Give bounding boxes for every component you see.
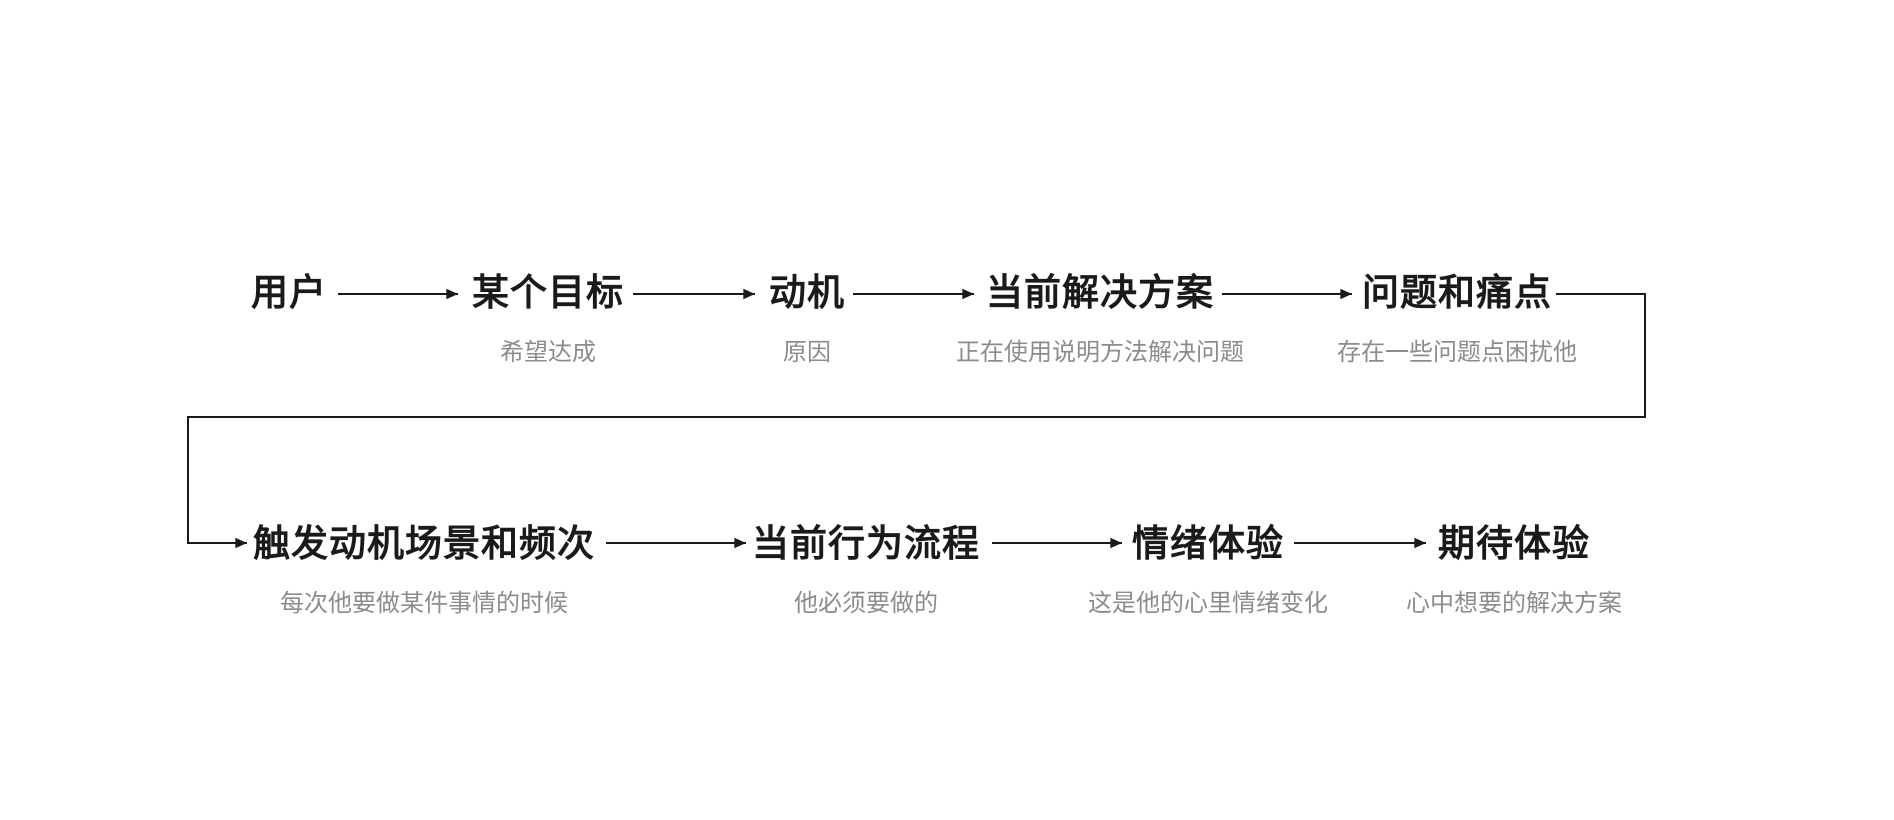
node-subtitle: 心中想要的解决方案 [1406,590,1622,617]
node-title: 当前行为流程 [752,523,980,564]
flow-node-trigger-scene-frequency: 触发动机场景和频次 每次他要做某件事情的时候 [253,522,595,619]
node-title: 期待体验 [1438,523,1590,564]
node-subtitle: 他必须要做的 [794,590,938,617]
node-title: 情绪体验 [1132,523,1284,564]
node-title: 问题和痛点 [1362,272,1552,313]
node-subtitle: 每次他要做某件事情的时候 [280,590,568,617]
flow-node-user: 用户 [251,271,327,315]
flow-node-emotional-experience: 情绪体验 这是他的心里情绪变化 [1088,522,1328,619]
node-title: 动机 [769,272,845,313]
flow-node-current-behavior-flow: 当前行为流程 他必须要做的 [752,522,980,619]
flow-node-current-solution: 当前解决方案 正在使用说明方法解决问题 [956,271,1244,368]
node-title: 用户 [251,272,327,313]
flow-node-motivation: 动机 原因 [769,271,845,368]
node-subtitle: 存在一些问题点困扰他 [1337,339,1577,366]
flow-node-goal: 某个目标 希望达成 [472,271,624,368]
node-subtitle: 原因 [783,339,831,366]
node-title: 某个目标 [472,272,624,313]
flow-node-expected-experience: 期待体验 心中想要的解决方案 [1406,522,1622,619]
flow-node-pain-points: 问题和痛点 存在一些问题点困扰他 [1337,271,1577,368]
node-subtitle: 这是他的心里情绪变化 [1088,590,1328,617]
node-subtitle: 正在使用说明方法解决问题 [956,339,1244,366]
node-subtitle: 希望达成 [500,339,596,366]
node-title: 触发动机场景和频次 [253,523,595,564]
node-title: 当前解决方案 [986,272,1214,313]
